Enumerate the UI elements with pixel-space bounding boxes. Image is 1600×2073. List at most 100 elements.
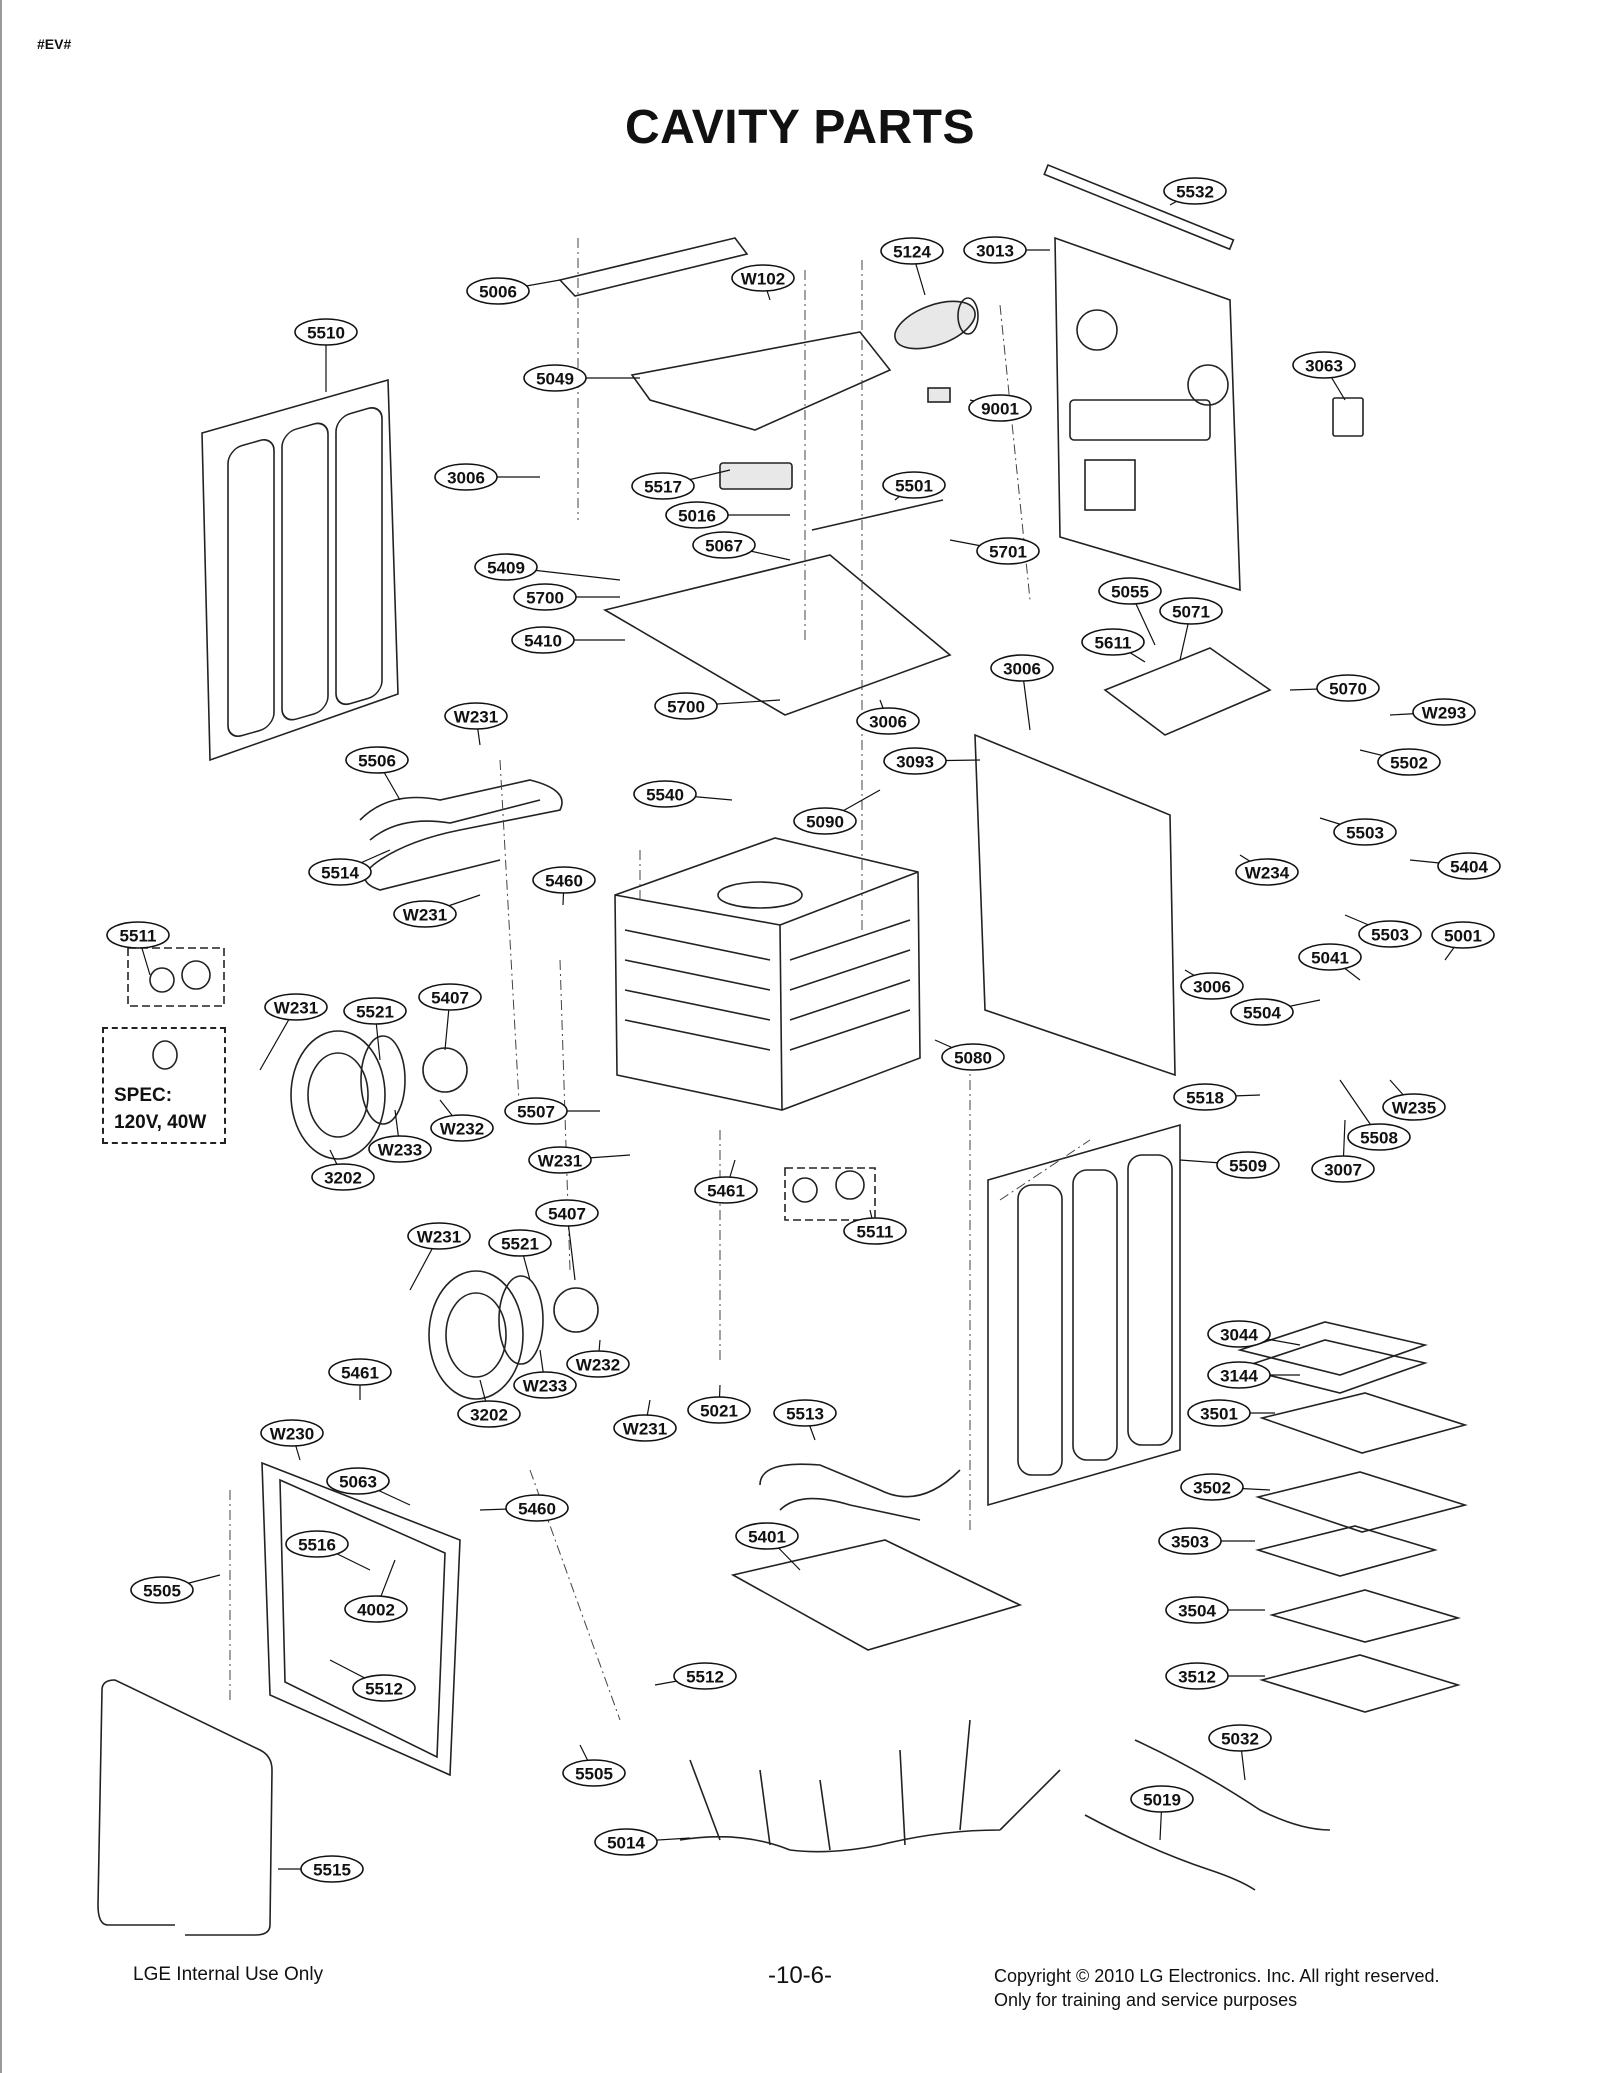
callout-label: 5512 bbox=[365, 1680, 403, 1699]
callout-3007: 3007 bbox=[1311, 1119, 1375, 1183]
side-panel-left bbox=[201, 378, 399, 762]
callout-ellipse bbox=[474, 553, 538, 581]
callout-ellipse bbox=[1098, 577, 1162, 605]
callout-ellipse bbox=[1230, 998, 1294, 1026]
callout-3013: 3013 bbox=[963, 236, 1050, 264]
callout-ellipse bbox=[264, 993, 328, 1021]
callout-ellipse bbox=[285, 1530, 349, 1558]
part-5532 bbox=[1043, 163, 1235, 251]
callout-label: W231 bbox=[403, 906, 447, 925]
oven-lamp-lower bbox=[784, 1167, 876, 1221]
callout-ellipse bbox=[344, 1595, 408, 1623]
callout-5461: 5461 bbox=[328, 1358, 392, 1400]
callout-ellipse bbox=[1431, 921, 1495, 949]
callout-label: 3503 bbox=[1171, 1533, 1209, 1552]
callout-ellipse bbox=[311, 1163, 375, 1191]
callout-w231: W231 bbox=[444, 702, 508, 746]
callout-w231: W231 bbox=[259, 993, 328, 1071]
callout-5532: 5532 bbox=[1163, 177, 1227, 206]
callout-ellipse bbox=[1377, 748, 1441, 776]
callout-label: W234 bbox=[1245, 864, 1290, 883]
callout-ellipse bbox=[1358, 920, 1422, 948]
callout-label: W231 bbox=[538, 1152, 582, 1171]
cable-5019 bbox=[1084, 1814, 1256, 1891]
callout-label: 5700 bbox=[526, 589, 564, 608]
page-title: CAVITY PARTS bbox=[624, 101, 976, 154]
callout-label: 5407 bbox=[548, 1205, 586, 1224]
callout-5512: 5512 bbox=[329, 1659, 416, 1702]
callout-label: 5540 bbox=[646, 786, 684, 805]
callout-label: 5080 bbox=[954, 1049, 992, 1068]
callout-ellipse bbox=[511, 626, 575, 654]
callout-label: 5021 bbox=[700, 1402, 738, 1421]
callout-3512: 3512 bbox=[1165, 1662, 1265, 1690]
bake-element-lower bbox=[759, 1463, 961, 1521]
door-gasket bbox=[97, 1679, 273, 1936]
callout-ellipse bbox=[260, 1419, 324, 1447]
callout-ellipse bbox=[345, 746, 409, 774]
callout-label: 5509 bbox=[1229, 1157, 1267, 1176]
callout-5049: 5049 bbox=[523, 364, 640, 392]
front-frame-inner bbox=[279, 1478, 446, 1759]
callout-ellipse bbox=[562, 1759, 626, 1787]
callout-5700: 5700 bbox=[654, 692, 781, 720]
callout-5540: 5540 bbox=[633, 780, 733, 808]
callout-ellipse bbox=[434, 463, 498, 491]
callout-ellipse bbox=[880, 237, 944, 265]
callout-ellipse bbox=[407, 1222, 471, 1250]
callout-ellipse bbox=[488, 1229, 552, 1257]
callout-ellipse bbox=[1165, 1596, 1229, 1624]
callout-label: 5521 bbox=[356, 1003, 394, 1022]
cable-5032 bbox=[1134, 1739, 1331, 1831]
callout-label: 3504 bbox=[1178, 1602, 1216, 1621]
callout-3006: 3006 bbox=[990, 654, 1054, 731]
callout-label: 5513 bbox=[786, 1405, 824, 1424]
callout-label: 5461 bbox=[707, 1182, 745, 1201]
callout-label: W233 bbox=[523, 1377, 567, 1396]
callout-label: 5501 bbox=[895, 477, 933, 496]
callout-5504: 5504 bbox=[1230, 998, 1321, 1026]
callout-5518: 5518 bbox=[1173, 1083, 1261, 1111]
callout-label: 5700 bbox=[667, 698, 705, 717]
callout-ellipse bbox=[856, 707, 920, 735]
callout-ellipse bbox=[1208, 1724, 1272, 1752]
callout-ellipse bbox=[1333, 818, 1397, 846]
callout-label: W233 bbox=[378, 1141, 422, 1160]
callout-3202: 3202 bbox=[457, 1379, 521, 1428]
callout-label: 3501 bbox=[1200, 1405, 1238, 1424]
callout-5071: 5071 bbox=[1159, 597, 1223, 661]
callout-ellipse bbox=[883, 747, 947, 775]
callout-5409: 5409 bbox=[474, 553, 621, 581]
callout-3006: 3006 bbox=[856, 699, 920, 735]
callout-label: 5521 bbox=[501, 1235, 539, 1254]
callout-label: 5461 bbox=[341, 1364, 379, 1383]
callout-label: 5016 bbox=[678, 507, 716, 526]
assembly-lines bbox=[229, 238, 1091, 1721]
callout-ellipse bbox=[532, 866, 596, 894]
callout-ellipse bbox=[882, 471, 946, 499]
callout-5515: 5515 bbox=[278, 1855, 364, 1883]
callout-5124: 5124 bbox=[880, 237, 944, 296]
callout-label: 3006 bbox=[1193, 978, 1231, 997]
callout-label: W293 bbox=[1422, 704, 1466, 723]
callout-label: W232 bbox=[440, 1120, 484, 1139]
callout-ellipse bbox=[1081, 628, 1145, 656]
callout-label: 3202 bbox=[324, 1169, 362, 1188]
callout-3006: 3006 bbox=[434, 463, 540, 491]
callout-label: 3013 bbox=[976, 242, 1014, 261]
callout-ellipse bbox=[990, 654, 1054, 682]
callout-3202: 3202 bbox=[311, 1149, 375, 1191]
oven-cavity bbox=[614, 837, 921, 1111]
callout-label: 5063 bbox=[339, 1473, 377, 1492]
callout-5508: 5508 bbox=[1339, 1079, 1411, 1151]
callout-5014: 5014 bbox=[594, 1828, 691, 1856]
callout-ellipse bbox=[430, 1114, 494, 1142]
callout-ellipse bbox=[294, 318, 358, 346]
callout-ellipse bbox=[300, 1855, 364, 1883]
callout-ellipse bbox=[673, 1662, 737, 1690]
callout-3502: 3502 bbox=[1180, 1473, 1271, 1501]
callout-label: 5507 bbox=[517, 1103, 555, 1122]
callout-label: 5511 bbox=[120, 927, 157, 946]
callout-ellipse bbox=[687, 1396, 751, 1424]
callout-label: 5701 bbox=[989, 543, 1027, 562]
